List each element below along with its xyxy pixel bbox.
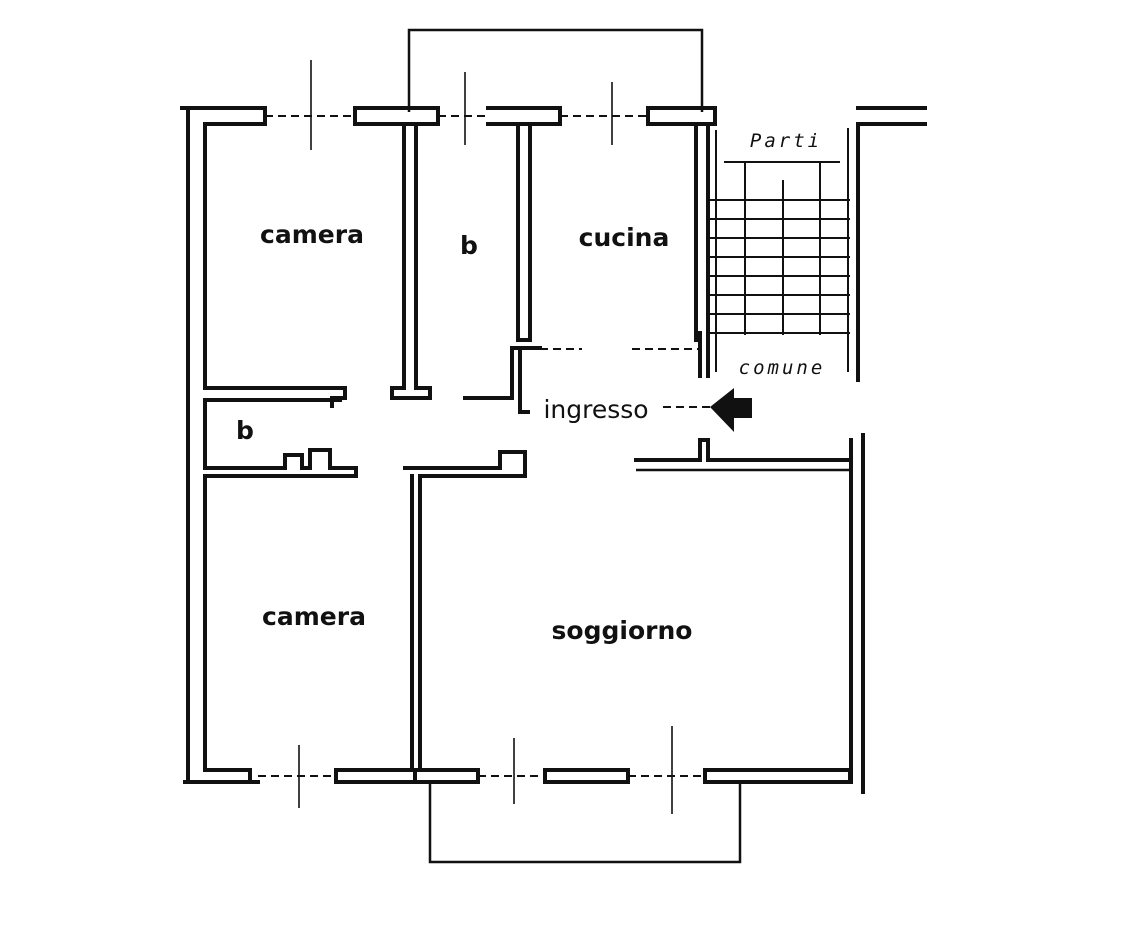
outer-walls xyxy=(180,106,927,794)
staircase xyxy=(710,122,860,382)
room-label-soggiorno: soggiorno xyxy=(552,616,693,645)
arrow-left-icon xyxy=(663,388,752,432)
top-balcony xyxy=(407,28,704,112)
room-label-bath-small: b xyxy=(236,416,254,445)
bottom-balcony xyxy=(428,782,742,864)
window-ticks xyxy=(298,60,673,814)
room-label-bath-top: b xyxy=(460,231,478,260)
room-label-camera-top: camera xyxy=(260,220,364,249)
stair-label-top: Parti xyxy=(750,130,822,152)
room-label-ingresso: ingresso xyxy=(543,395,648,424)
interior-walls xyxy=(203,122,853,772)
room-label-camera-bottom: camera xyxy=(262,602,366,631)
stair-label-bottom: comune xyxy=(739,357,826,379)
room-label-cucina: cucina xyxy=(579,223,670,252)
